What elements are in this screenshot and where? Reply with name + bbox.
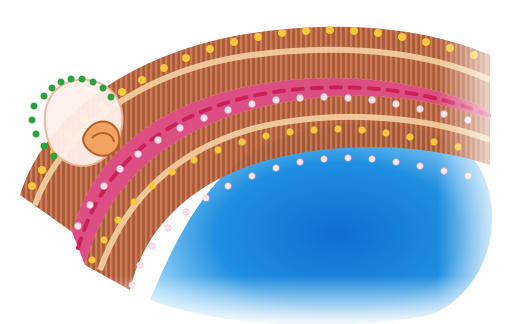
membrane-illustration bbox=[0, 0, 509, 324]
illustration-stage bbox=[0, 0, 509, 324]
fade-bottom bbox=[0, 0, 509, 324]
